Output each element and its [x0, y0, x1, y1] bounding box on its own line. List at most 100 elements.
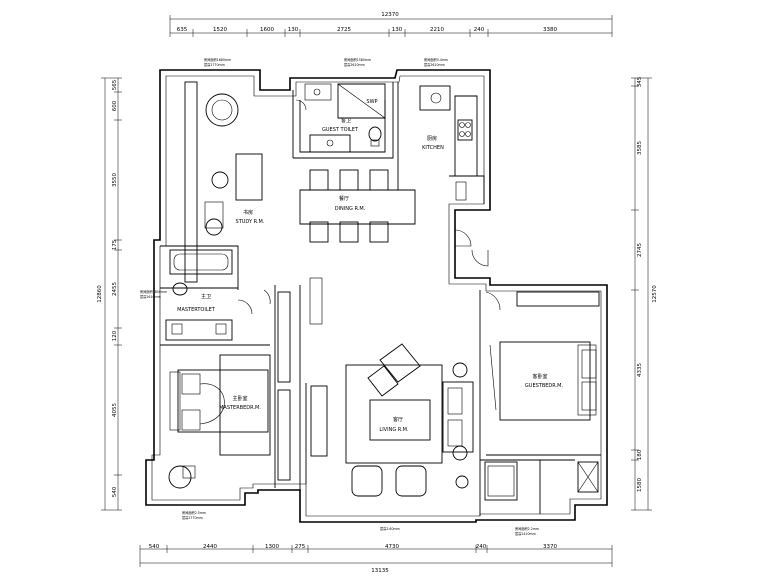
dim-left-4: 175: [112, 239, 118, 250]
armchair-3: [351, 465, 383, 497]
dim-right-total: 12570: [652, 285, 658, 303]
dim-right-6: 1580: [637, 478, 643, 492]
dining-en: DINING R.M.: [335, 206, 366, 212]
dim-bottom-1: 540: [149, 544, 160, 550]
dining-cn: 餐厅: [339, 195, 349, 202]
guest-toilet-en: GUEST TOILET: [322, 127, 359, 133]
fridge: [455, 181, 467, 201]
master-bedroom-en: MASTERBEDR.M.: [219, 405, 261, 411]
dimension-labels: 12370 635 1520 1600 130 2725 130 2210 24…: [97, 12, 658, 574]
round-chair: [205, 93, 239, 127]
wardrobe-1: [277, 291, 291, 383]
study-chair: [211, 171, 229, 189]
guest-bedroom-en: GUESTBEDR.M.: [525, 383, 564, 389]
study-desk: [235, 153, 263, 201]
dim-top-6: 130: [392, 27, 403, 33]
living-room: 客厅 LIVING R.M. 层高2.60mm: [309, 277, 474, 531]
guest-bed: [499, 341, 591, 421]
dim-top-1: 635: [177, 27, 188, 33]
guest-toilet-note-1: 房间面积1580mm: [344, 57, 371, 62]
armchair-1: [379, 343, 421, 383]
master-toilet-note-1: 房间面积1800mm: [140, 289, 167, 294]
dim-bottom-5: 4730: [385, 544, 399, 550]
guest-bedroom-cn: 客卧室: [532, 373, 547, 380]
guest-bedroom-note-2: 层高2410mm: [515, 531, 536, 536]
dim-bottom-3: 1300: [265, 544, 279, 550]
dim-left-5: 2455: [112, 282, 118, 296]
guest-bedroom-note-1: 房间面积2.2mm: [515, 526, 539, 531]
guest-wardrobe: [516, 291, 600, 307]
kitchen-cn: 厨房: [427, 135, 437, 142]
walls: [145, 69, 608, 523]
doors: [237, 99, 501, 315]
guest-toilet: SWP 客卫 GUEST TOILET 房间面积1580mm 层高2610mm: [304, 57, 386, 153]
living-note-1: 层高2.60mm: [380, 526, 400, 531]
lounge-chair: [168, 465, 192, 489]
master-bedroom-cn: 主卧室: [232, 395, 247, 402]
dim-top-4: 130: [288, 27, 299, 33]
study-label-cn: 书房: [243, 209, 253, 216]
study-label-en: STUDY R.M.: [236, 219, 265, 225]
dim-top-total: 12370: [381, 12, 399, 18]
wardrobe-2: [277, 389, 291, 481]
dim-left-8: 540: [112, 486, 118, 497]
shower-label: SWP: [366, 99, 377, 105]
master-bed: [177, 369, 269, 433]
dim-right-1: 345: [637, 76, 643, 87]
master-toilet-note-2: 层高2610mm: [140, 294, 161, 299]
kitchen-note-1: 房间面积5.4mm: [424, 57, 448, 62]
sofa: [442, 381, 474, 453]
guest-toilet-bowl: [368, 126, 382, 142]
dim-left-6: 120: [112, 330, 118, 341]
master-bedroom-note-2: 层高2770mm: [182, 515, 203, 520]
armchair-4: [395, 465, 427, 497]
master-bedroom: 主卧室 MASTERBEDR.M. 房间面积2.5mm 层高2770mm: [168, 291, 291, 520]
master-toilet-bowl: [172, 282, 188, 296]
guest-bedroom: 客卧室 GUESTBEDR.M. 房间面积2.2mm 层高2410mm: [484, 291, 600, 536]
bathtub: [169, 249, 233, 275]
dim-right-4: 4335: [637, 363, 643, 377]
dim-top-3: 1600: [260, 27, 274, 33]
master-bedroom-note-1: 房间面积2.5mm: [182, 510, 206, 515]
stove: [457, 119, 473, 141]
guest-sink: [309, 134, 351, 153]
dim-top-8: 240: [474, 27, 485, 33]
kitchen-sink: [419, 85, 451, 111]
dim-bottom-6: 240: [476, 544, 487, 550]
dimension-lines: [101, 15, 652, 567]
bookshelf: [184, 81, 198, 283]
double-vanity: [165, 319, 233, 341]
dim-left-total: 12860: [97, 285, 103, 303]
living-en: LIVING R.M.: [379, 427, 409, 433]
dim-bottom-total: 13135: [371, 568, 389, 574]
master-toilet-cn: 主卫: [201, 293, 211, 300]
dim-top-2: 1520: [213, 27, 227, 33]
dim-bottom-7: 3370: [543, 544, 557, 550]
dim-right-5: 180: [637, 449, 643, 460]
guest-toilet-note-2: 层高2610mm: [344, 62, 365, 67]
study-note-2: 层高2770mm: [204, 62, 225, 67]
dim-bottom-4: 275: [295, 544, 306, 550]
dim-right-3: 2745: [637, 243, 643, 257]
dim-top-7: 2210: [430, 27, 444, 33]
dim-left-1: 565: [112, 79, 118, 90]
dim-top-5: 2725: [337, 27, 351, 33]
study-room: 书房 STUDY R.M. 房间面积1680mm 层高2770mm: [184, 57, 265, 283]
kitchen: 厨房 KITCHEN 房间面积5.4mm 层高2610mm: [419, 57, 473, 201]
master-toilet: 主卫 MASTERTOILET 房间面积1800mm 层高2610mm: [140, 249, 233, 341]
dim-left-7: 4055: [112, 403, 118, 417]
dim-left-2: 600: [112, 100, 118, 111]
living-cn: 客厅: [393, 416, 403, 423]
tv-cabinet: [310, 385, 328, 457]
dim-right-2: 3585: [637, 141, 643, 155]
guest-toilet-cn: 客卫: [341, 117, 351, 124]
study-note-1: 房间面积1680mm: [204, 57, 231, 62]
armchair-2: [367, 365, 399, 397]
coffee-table: [369, 399, 431, 441]
dim-bottom-2: 2440: [203, 544, 217, 550]
kitchen-note-2: 层高2610mm: [424, 62, 445, 67]
dining: 餐厅 DINING R.M.: [309, 169, 389, 243]
dim-top-9: 3380: [543, 27, 557, 33]
kitchen-en: KITCHEN: [422, 145, 444, 151]
